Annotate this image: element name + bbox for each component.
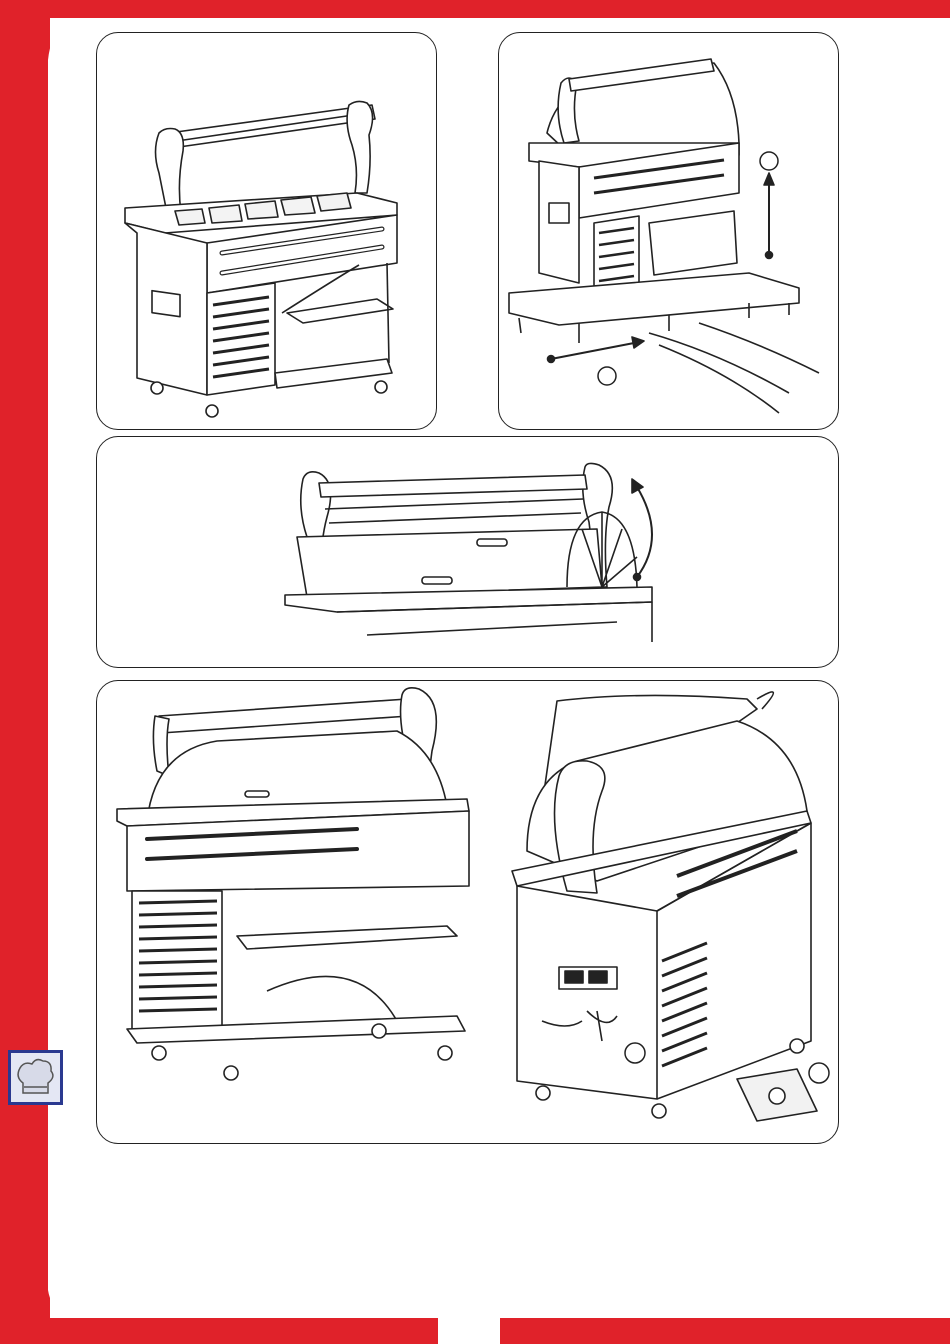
buffet-cart-illustration (97, 33, 437, 430)
panel-unpacking (498, 32, 839, 430)
panel-unit-overview (96, 32, 437, 430)
installation-illustration (97, 681, 839, 1144)
panel-cover-opening (96, 436, 839, 668)
chef-hat-icon (11, 1053, 60, 1102)
page-frame-left (0, 0, 50, 1344)
page-frame-bottom-left (26, 1318, 438, 1344)
panel-installation (96, 680, 839, 1144)
roll-top-cover-illustration (97, 437, 839, 668)
page-frame-bottom-right (500, 1318, 950, 1344)
chef-hat-badge (8, 1050, 63, 1105)
cart-on-pallet-illustration (499, 33, 839, 430)
page-frame-top (18, 0, 950, 18)
